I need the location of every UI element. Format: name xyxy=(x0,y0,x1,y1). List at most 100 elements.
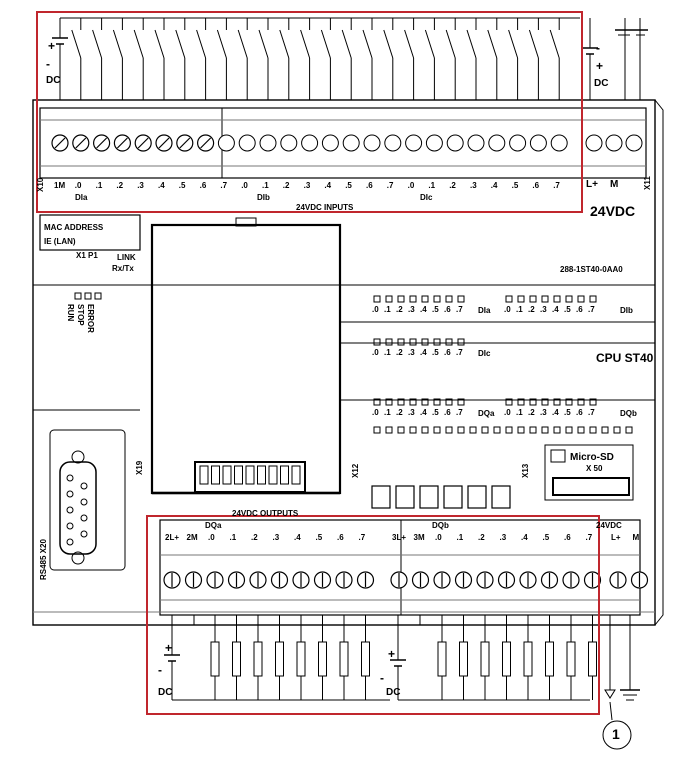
rs485-pin xyxy=(66,490,74,498)
input-terminal-hole xyxy=(425,134,443,152)
led-index-label: .5 xyxy=(564,305,571,314)
input-switch xyxy=(133,29,144,59)
io-led xyxy=(397,426,405,434)
io-led xyxy=(577,295,585,303)
output-terminal-label: .5 xyxy=(315,533,323,542)
input-terminal-label: .7 xyxy=(386,181,394,190)
output-load xyxy=(361,641,370,677)
io-led xyxy=(589,398,597,406)
x12-pin xyxy=(211,465,220,485)
io-led xyxy=(565,398,573,406)
input-switch xyxy=(216,29,227,59)
ie-lan-label: IE (LAN) xyxy=(44,237,76,246)
io-led xyxy=(397,338,405,346)
led-index-label: .3 xyxy=(540,408,547,417)
input-terminal-label: .6 xyxy=(366,181,373,190)
led-index-label: .4 xyxy=(420,305,427,314)
io-led xyxy=(577,426,585,434)
input-terminal-hole xyxy=(321,134,339,152)
led-index-label: .6 xyxy=(576,408,583,417)
rs485-pin xyxy=(80,530,88,538)
input-terminal-label: .3 xyxy=(470,181,477,190)
io-led xyxy=(373,338,381,346)
io-led xyxy=(433,338,441,346)
input-terminal-hole xyxy=(405,134,423,152)
input-screw-slot xyxy=(96,137,108,149)
led-index-label: .7 xyxy=(588,408,595,417)
led-row-1a-label: DIa xyxy=(478,306,491,315)
output-load xyxy=(318,641,327,677)
io-led xyxy=(553,398,561,406)
group-dqa: DQa xyxy=(205,521,222,530)
input-terminal-hole xyxy=(342,134,360,152)
io-led xyxy=(457,295,465,303)
output-terminal-label: .2 xyxy=(478,533,485,542)
input-terminal-label: .1 xyxy=(428,181,436,190)
io-led xyxy=(517,398,525,406)
input-switch xyxy=(487,29,498,59)
io-led xyxy=(409,398,417,406)
rs485-connector xyxy=(59,461,97,555)
output-terminal-label: 3M xyxy=(413,533,425,542)
input-terminal-hole xyxy=(446,134,464,152)
led-stop: STOP xyxy=(76,304,85,326)
x12-pin xyxy=(245,465,255,485)
cpu-model: CPU ST40 xyxy=(596,351,654,365)
io-led xyxy=(577,398,585,406)
input-switch xyxy=(320,29,331,59)
output-terminal-label: .4 xyxy=(294,533,301,542)
input-switch xyxy=(154,29,165,59)
mac-address-label: MAC ADDRESS xyxy=(44,223,104,232)
rxtx-label: Rx/Tx xyxy=(112,264,134,273)
output-load xyxy=(523,641,533,677)
output-terminal-block xyxy=(159,519,641,616)
expansion-cover xyxy=(150,223,342,495)
led-index-label: .6 xyxy=(444,348,451,357)
io-led xyxy=(565,426,573,434)
mac-address-box xyxy=(39,214,141,251)
input-switch xyxy=(237,29,248,59)
output-terminal-label: M xyxy=(632,533,640,542)
output-terminal-label: 2L+ xyxy=(165,533,180,542)
callout-circle xyxy=(602,720,632,750)
io-led xyxy=(529,426,537,434)
x12-pin xyxy=(291,465,301,485)
out-dc-minus-right: - xyxy=(380,671,384,685)
x13-connector xyxy=(395,485,415,509)
input-switch xyxy=(112,29,123,59)
input-terminal-hole xyxy=(509,134,527,152)
output-terminal-label: .1 xyxy=(229,533,237,542)
input-terminal-hole xyxy=(259,134,277,152)
output-load xyxy=(502,641,511,677)
rs485-pin xyxy=(66,474,74,482)
x13-connector xyxy=(491,485,511,509)
input-terminal-label: .3 xyxy=(137,181,144,190)
io-led xyxy=(397,295,405,303)
rs485-pin xyxy=(66,506,74,514)
led-error: ERROR xyxy=(86,304,95,333)
io-led xyxy=(373,398,381,406)
power-terminal-hole xyxy=(625,134,643,152)
io-led xyxy=(613,426,621,434)
group-dqb: DQb xyxy=(432,521,449,530)
input-switch xyxy=(175,29,186,59)
output-load xyxy=(210,641,220,677)
input-terminal-label: .2 xyxy=(116,181,124,190)
input-switch xyxy=(424,29,435,59)
x19-label: X19 xyxy=(135,460,144,475)
io-led xyxy=(445,398,453,406)
power-terminal-hole xyxy=(605,134,623,152)
led-index-label: .3 xyxy=(540,305,547,314)
led-row-3b-label: DQb xyxy=(620,409,637,418)
highlight-inputs xyxy=(36,11,583,213)
x13-connector xyxy=(443,485,463,509)
io-led xyxy=(541,295,549,303)
input-terminal-label: .1 xyxy=(262,181,269,190)
output-terminal-label: .0 xyxy=(208,533,215,542)
led-index-label: .3 xyxy=(408,348,415,357)
led-index-label: .5 xyxy=(432,408,439,417)
input-switch xyxy=(258,29,269,59)
io-led xyxy=(493,426,501,434)
input-terminal-hole xyxy=(238,134,256,152)
